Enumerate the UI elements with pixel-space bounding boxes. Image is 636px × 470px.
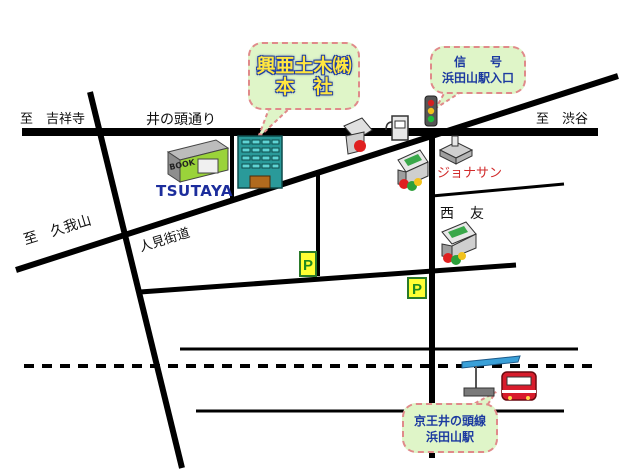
parking-sign-2-label: P <box>412 281 422 298</box>
station-platform-icon <box>461 355 521 397</box>
callout-company-hq: 興亜土木㈱ 本 社 <box>248 42 360 110</box>
parking-sign-1-label: P <box>303 257 313 274</box>
supermarket-seiyu-icon <box>441 221 477 265</box>
label-tsutaya: TSUTAYA <box>156 182 233 200</box>
shop-icon-1 <box>343 117 373 155</box>
restaurant-jonathan-icon <box>438 135 474 165</box>
callout-signal: 信 号 浜田山駅入口 <box>430 46 526 94</box>
train-icon <box>501 371 537 401</box>
company-building-icon <box>237 135 283 189</box>
road-parking-street <box>139 262 517 295</box>
label-to-kichijoji: 至 吉祥寺 <box>20 112 86 127</box>
callout-signal-line2: 浜田山駅入口 <box>441 71 514 85</box>
label-inokashira-dori: 井の頭通り <box>146 112 216 128</box>
road-hitomi-kaido <box>87 91 185 469</box>
callout-station: 京王井の頭線 浜田山駅 <box>402 403 498 453</box>
callout-station-line2: 浜田山駅 <box>425 430 474 444</box>
parking-sign-1: P <box>299 251 317 277</box>
parking-sign-2: P <box>407 277 427 299</box>
traffic-signal-icon <box>424 95 438 127</box>
callout-company-line1: 興亜土木㈱ <box>256 55 352 77</box>
label-jonathan: ジョナサン <box>437 166 503 181</box>
callout-station-line1: 京王井の頭線 <box>413 414 486 428</box>
supermarket-icon-1 <box>397 149 429 191</box>
label-tomo: 友 <box>470 206 484 222</box>
bookstore-icon: BOOK <box>166 139 230 183</box>
road-east-branch <box>431 182 565 198</box>
callout-company-line2: 本 社 <box>275 76 333 98</box>
gas-station-icon <box>385 115 409 141</box>
label-to-shibuya: 至 渋谷 <box>536 112 589 127</box>
label-nishi: 西 <box>440 206 454 222</box>
callout-signal-line1: 信 号 <box>453 55 502 69</box>
